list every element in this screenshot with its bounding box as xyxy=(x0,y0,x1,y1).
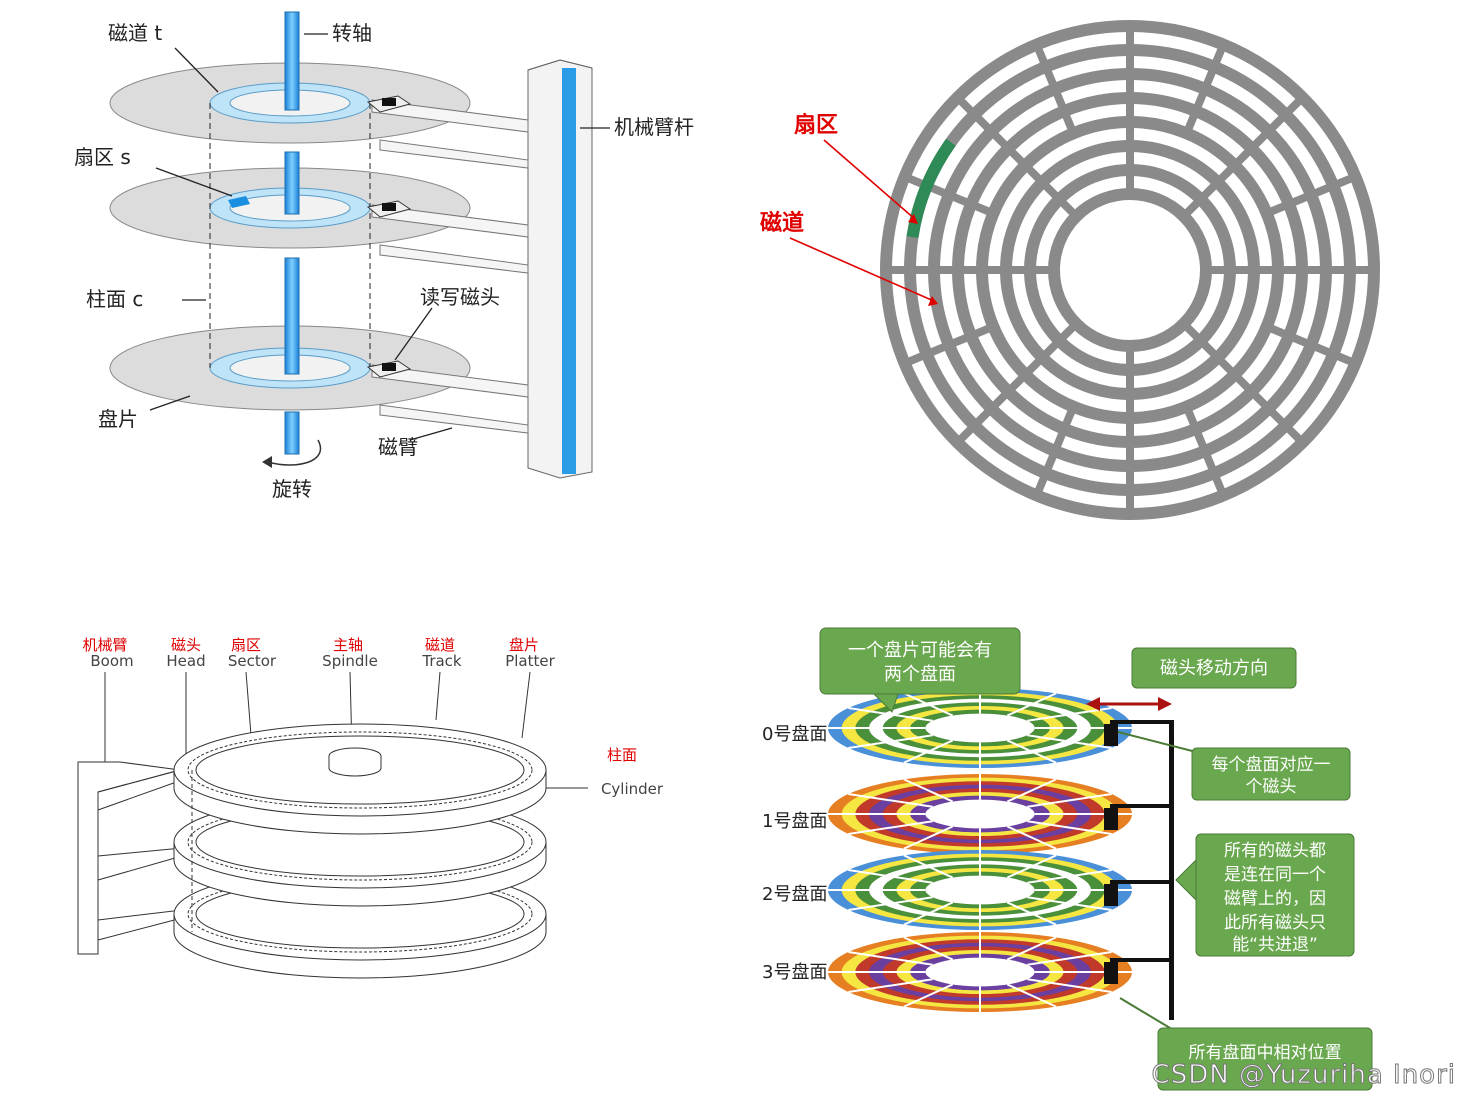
disk-surface xyxy=(828,850,1132,930)
sector-spoke xyxy=(1031,399,1080,501)
label-cylinder-en: Cylinder xyxy=(601,780,664,798)
red-pointers xyxy=(789,139,937,303)
label-track-cn: 磁道 xyxy=(425,636,455,654)
rotation-arrow xyxy=(267,439,322,466)
label-track-en: Track xyxy=(421,652,462,670)
callout-two-sides-line2: 两个盘面 xyxy=(884,664,956,685)
disk-structure-diagram: 磁道 t 转轴 机械臂杆 扇区 s 柱面 c 读写磁头 盘片 磁臂 旋转 xyxy=(0,0,730,540)
head-arms xyxy=(1104,720,1172,984)
label-boom-en: Boom xyxy=(90,652,133,670)
sector-spoke xyxy=(951,316,1084,449)
pointer-arrows xyxy=(149,33,610,441)
sector-spoke xyxy=(1176,316,1309,449)
sector-spoke xyxy=(1180,39,1229,141)
surface-label-1: 1号盘面 xyxy=(762,811,827,832)
surface-label-2: 2号盘面 xyxy=(762,884,827,905)
label-rotation: 旋转 xyxy=(272,477,312,501)
callout-one-head-line2: 个磁头 xyxy=(1246,777,1297,797)
surfaces-svg: 0号盘面 1号盘面 2号盘面 3号盘面 一个盘片可能会有 两个盘面 磁头移动方向… xyxy=(762,627,1373,1091)
sector-highlight xyxy=(228,196,250,208)
callout-same-arm: 所有的磁头都 是连在同一个 磁臂上的，因 此所有磁头只 能“共进退” xyxy=(1175,833,1355,957)
label-arm-pole: 机械臂杆 xyxy=(614,115,694,139)
label-track-red: 磁道 xyxy=(760,210,804,236)
label-rw-head: 读写磁头 xyxy=(420,285,500,309)
disk-surface xyxy=(828,774,1132,854)
label-sector-en: Sector xyxy=(228,652,277,670)
arm-pole xyxy=(527,59,593,479)
callout-two-sides-line1: 一个盘片可能会有 xyxy=(848,640,992,661)
callout-same-arm-line5: 能“共进退” xyxy=(1232,935,1318,955)
sector-spoke xyxy=(951,91,1084,224)
label-platter: 盘片 xyxy=(98,407,138,431)
callout-same-arm-line3: 磁臂上的，因 xyxy=(1224,889,1326,909)
callout-relative-position: 所有盘面中相对位置 xyxy=(1119,997,1373,1091)
hdd-schematic-diagram: 机械臂 Boom 磁头 Head 扇区 Sector 主轴 Spindle 磁道… xyxy=(0,620,740,1020)
track-sector-svg: 扇区 磁道 xyxy=(760,20,1380,520)
label-boom-cn: 机械臂 xyxy=(82,636,127,654)
label-sector-red: 扇区 xyxy=(794,112,838,138)
label-spindle-cn: 主轴 xyxy=(333,636,363,654)
sector-spoke xyxy=(899,171,1001,220)
watermark: CSDN @Yuzuriha Inori xyxy=(1151,1060,1456,1091)
disk-structure-svg: 磁道 t 转轴 机械臂杆 扇区 s 柱面 c 读写磁头 盘片 磁臂 旋转 xyxy=(74,11,694,501)
rw-heads xyxy=(366,95,412,378)
label-head-cn: 磁头 xyxy=(171,636,201,654)
surface-label-3: 3号盘面 xyxy=(762,962,827,983)
callout-relative-position-text: 所有盘面中相对位置 xyxy=(1189,1043,1342,1063)
label-spindle-en: Spindle xyxy=(322,652,378,670)
label-sector-cn: 扇区 xyxy=(231,636,261,654)
sector-spoke xyxy=(1031,39,1080,141)
track-sector-diagram: 扇区 磁道 xyxy=(740,0,1462,540)
label-arm: 磁臂 xyxy=(378,435,418,459)
spindle xyxy=(284,11,300,111)
callout-one-head: 每个盘面对应一 个磁头 xyxy=(1117,731,1351,801)
arm-pole-stripe xyxy=(562,68,576,474)
label-platter-en: Platter xyxy=(505,652,555,670)
callout-same-arm-line2: 是连在同一个 xyxy=(1224,865,1326,885)
callout-one-head-line1: 每个盘面对应一 xyxy=(1212,755,1331,775)
sector-spoke xyxy=(1259,320,1361,369)
schematic-platters xyxy=(173,723,547,979)
label-platter-cn: 盘片 xyxy=(509,636,539,654)
callout-two-sides: 一个盘片可能会有 两个盘面 xyxy=(819,627,1021,713)
disk-surface xyxy=(828,932,1132,1012)
label-spindle: 转轴 xyxy=(332,21,372,45)
callout-head-direction-text: 磁头移动方向 xyxy=(1160,658,1268,679)
callout-head-direction: 磁头移动方向 xyxy=(1131,647,1297,689)
label-track: 磁道 t xyxy=(108,21,162,45)
hdd-schematic-svg: 机械臂 Boom 磁头 Head 扇区 Sector 主轴 Spindle 磁道… xyxy=(77,636,664,979)
label-cylinder-cn: 柱面 xyxy=(607,746,637,764)
label-sector: 扇区 s xyxy=(74,145,131,169)
sector-spoke xyxy=(1259,171,1361,220)
boom xyxy=(77,761,183,955)
arms xyxy=(371,99,529,434)
sector-spoke xyxy=(899,320,1001,369)
callout-same-arm-line1: 所有的磁头都 xyxy=(1224,841,1326,861)
callout-same-arm-line4: 此所有磁头只 xyxy=(1224,913,1326,933)
surface-label-0: 0号盘面 xyxy=(762,724,827,745)
sector-spoke xyxy=(1180,399,1229,501)
sector-spoke xyxy=(1176,91,1309,224)
sector-highlight xyxy=(906,138,956,238)
schematic-platter xyxy=(173,723,547,835)
surfaces-diagram: 0号盘面 1号盘面 2号盘面 3号盘面 一个盘片可能会有 两个盘面 磁头移动方向… xyxy=(740,620,1462,1100)
label-cylinder: 柱面 c xyxy=(86,287,143,311)
disk-surface xyxy=(828,688,1132,768)
label-head-en: Head xyxy=(166,652,205,670)
head-arm-bar xyxy=(1169,720,1174,1020)
